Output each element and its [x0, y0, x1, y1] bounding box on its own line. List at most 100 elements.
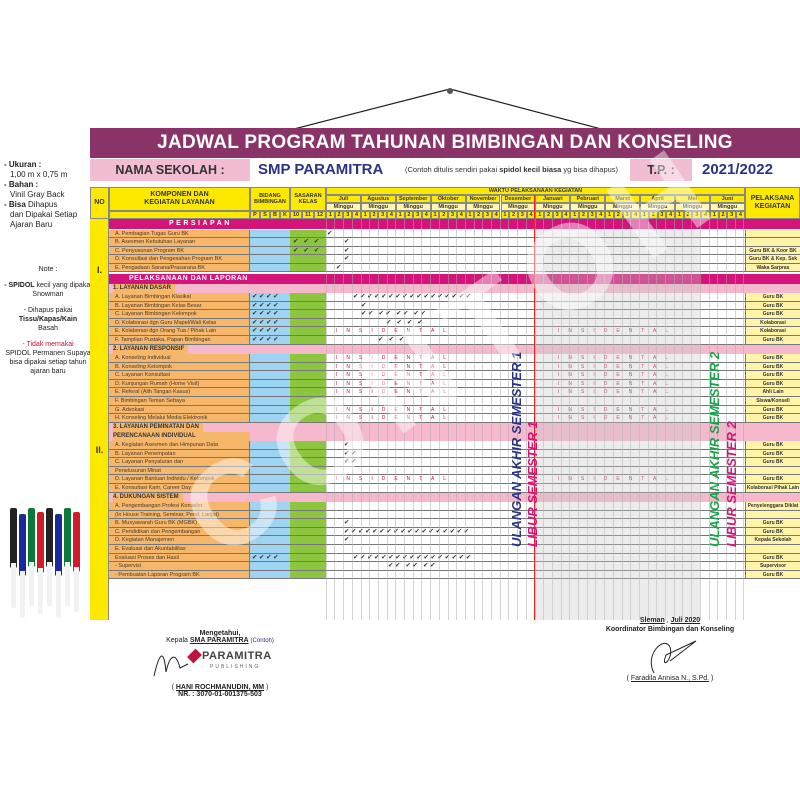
bidang-cells [250, 414, 290, 422]
month-mei: Mei [675, 195, 710, 203]
sasaran-cells [290, 354, 326, 362]
month-maret: Maret [605, 195, 641, 203]
week-cells[interactable]: ✔ [361, 301, 369, 309]
section-number-2: II. [95, 445, 104, 455]
header-waktu: WAKTU PELAKSANAAN KEGIATAN [326, 187, 745, 195]
bidang-cells [250, 229, 290, 238]
week-number: 3 [692, 211, 702, 219]
table-row: A. Pembagian Tugas Guru BK ✔ [109, 229, 800, 239]
bidang-cells [250, 570, 290, 579]
month-juli: Juli [326, 195, 361, 203]
header-pelaksana: PELAKSANA KEGIATAN [745, 187, 800, 219]
sasaran-cells [290, 536, 326, 544]
table-row: B. Asesmen Kebutuhan Layanan ✔ ✔ ✔ ✔ [109, 238, 800, 247]
hanging-string [289, 88, 606, 130]
pelaksana-cell: Ahli Lain [745, 388, 800, 396]
week-cells[interactable] [326, 571, 745, 579]
table-row: D. Layanan Bantuan Individu / Kelompok I… [109, 475, 800, 484]
pelaksana-cell: Guru BK & Koor BK [745, 246, 800, 255]
week-number: 1 [640, 211, 649, 219]
week-cells[interactable]: ✔✔ ✔✔ ✔✔ ✔✔ [361, 310, 428, 318]
week-number: 1 [675, 211, 684, 219]
week-cells[interactable]: ✔ [344, 246, 352, 254]
week-number: 4 [421, 211, 431, 219]
pelaksana-cell: Supervisor [745, 562, 800, 570]
week-cells[interactable]: ✔ ✔ ✔ ✔ [386, 318, 425, 326]
bidang-cells [250, 263, 290, 272]
sub-perencanaan-individual: PERENCANAAN INDIVIDUAL [109, 432, 800, 441]
erasable-text: Dihapus [25, 200, 58, 209]
week-cells[interactable]: ✔ [336, 263, 344, 271]
bidang-cells [250, 519, 290, 527]
activity-label: (In House Training, Seminar, Pend. Lanju… [109, 510, 250, 519]
pelaksana-cell: Guru BK [745, 449, 800, 458]
activity-label: C. Layanan Bimbingan Kelompok [109, 310, 250, 318]
week-number: 3 [657, 211, 667, 219]
bidang-cells [250, 536, 290, 544]
week-number: 2 [718, 211, 728, 219]
pelaksana-cell: Guru BK [745, 354, 800, 362]
week-number: 1 [535, 211, 545, 219]
warning-text: SPIDOL Permanen Supaya bisa dipakai seti… [5, 350, 91, 375]
section-persiapan: PERSIAPAN [109, 219, 800, 229]
sub-layanan-peminatan-label: 3. LAYANAN PEMINATAN DAN [113, 423, 204, 432]
activity-label: A. Pembagian Tugas Guru BK [109, 229, 250, 238]
week-number: 4 [352, 211, 361, 219]
bidang-cells [250, 484, 290, 492]
headmaster-school: SMA PARAMITRA [189, 637, 249, 644]
header-kelas-10: 10 [290, 211, 302, 219]
sasaran-cells [290, 519, 326, 527]
week-cells[interactable]: ✔ [344, 238, 352, 246]
activity-label: Penelusuran Minat [109, 466, 250, 475]
bidang-cells [250, 458, 290, 466]
week-number: 1 [395, 211, 405, 219]
ulangan-semester2-label: ULANGAN AKHIR SEMESTER 2 [707, 351, 722, 547]
product-specs: - Ukuran : 1,00 m x 0,75 m - Bahan : Vin… [4, 160, 90, 230]
week-number: 3 [587, 211, 597, 219]
week-cells[interactable]: ✔✔ ✔✔ ✔✔ [388, 562, 438, 570]
bidang-cells [250, 562, 290, 570]
pelaksana-cell: Guru BK [745, 527, 800, 536]
week-number: 3 [483, 211, 492, 219]
month-november: November [465, 195, 501, 203]
pelaksana-cell: Guru BK [745, 458, 800, 466]
header-no: NO [90, 187, 109, 219]
school-row: NAMA SEKOLAH : SMP PARAMITRA (Contoh dit… [90, 159, 800, 181]
material-label: - Bahan : [4, 180, 39, 189]
week-number: 3 [413, 211, 422, 219]
pelaksana-cell: Guru BK [745, 553, 800, 562]
week-cells[interactable]: ✔ [327, 229, 335, 237]
week-cells[interactable]: ✔ [344, 255, 352, 263]
week-number: 2 [509, 211, 518, 219]
week-number: 2 [544, 211, 553, 219]
week-cells[interactable] [326, 397, 745, 405]
libur-semester2-label: LIBUR SEMESTER 2 [724, 421, 739, 547]
week-number: 1 [326, 211, 335, 219]
activity-label: D. Kunjungan Rumah (Home Visit) [109, 379, 250, 388]
week-cells[interactable]: ✔✔✔✔✔✔✔✔✔✔✔✔✔✔✔✔✔ [353, 553, 473, 561]
minggu-label: Minggu [570, 203, 606, 211]
header-bidang-b: B [270, 211, 280, 219]
sasaran-cells [290, 310, 326, 318]
activity-label: E. Pengadaan Sarana/Prasarana BK [109, 263, 250, 272]
activity-label: B. Asesmen Kebutuhan Layanan [109, 238, 250, 246]
contoh-label: (Contoh) [250, 638, 274, 644]
week-number: 4 [456, 211, 466, 219]
pelaksana-cell [745, 229, 800, 238]
week-cells[interactable]: ✔✔✔✔✔✔✔✔✔✔✔✔✔✔✔✔✔ [353, 293, 473, 300]
week-number: 1 [605, 211, 614, 219]
week-number: 2 [648, 211, 658, 219]
week-cells[interactable]: ✔ ✔ ✔ [378, 336, 406, 343]
pelaksana-cell: Kepala Sekolah [745, 536, 800, 544]
pelaksana-cell: Guru BK [745, 301, 800, 310]
header-bidang-s: S [260, 211, 270, 219]
activity-label: F. Bimbingan Teman Sebaya [109, 397, 250, 405]
